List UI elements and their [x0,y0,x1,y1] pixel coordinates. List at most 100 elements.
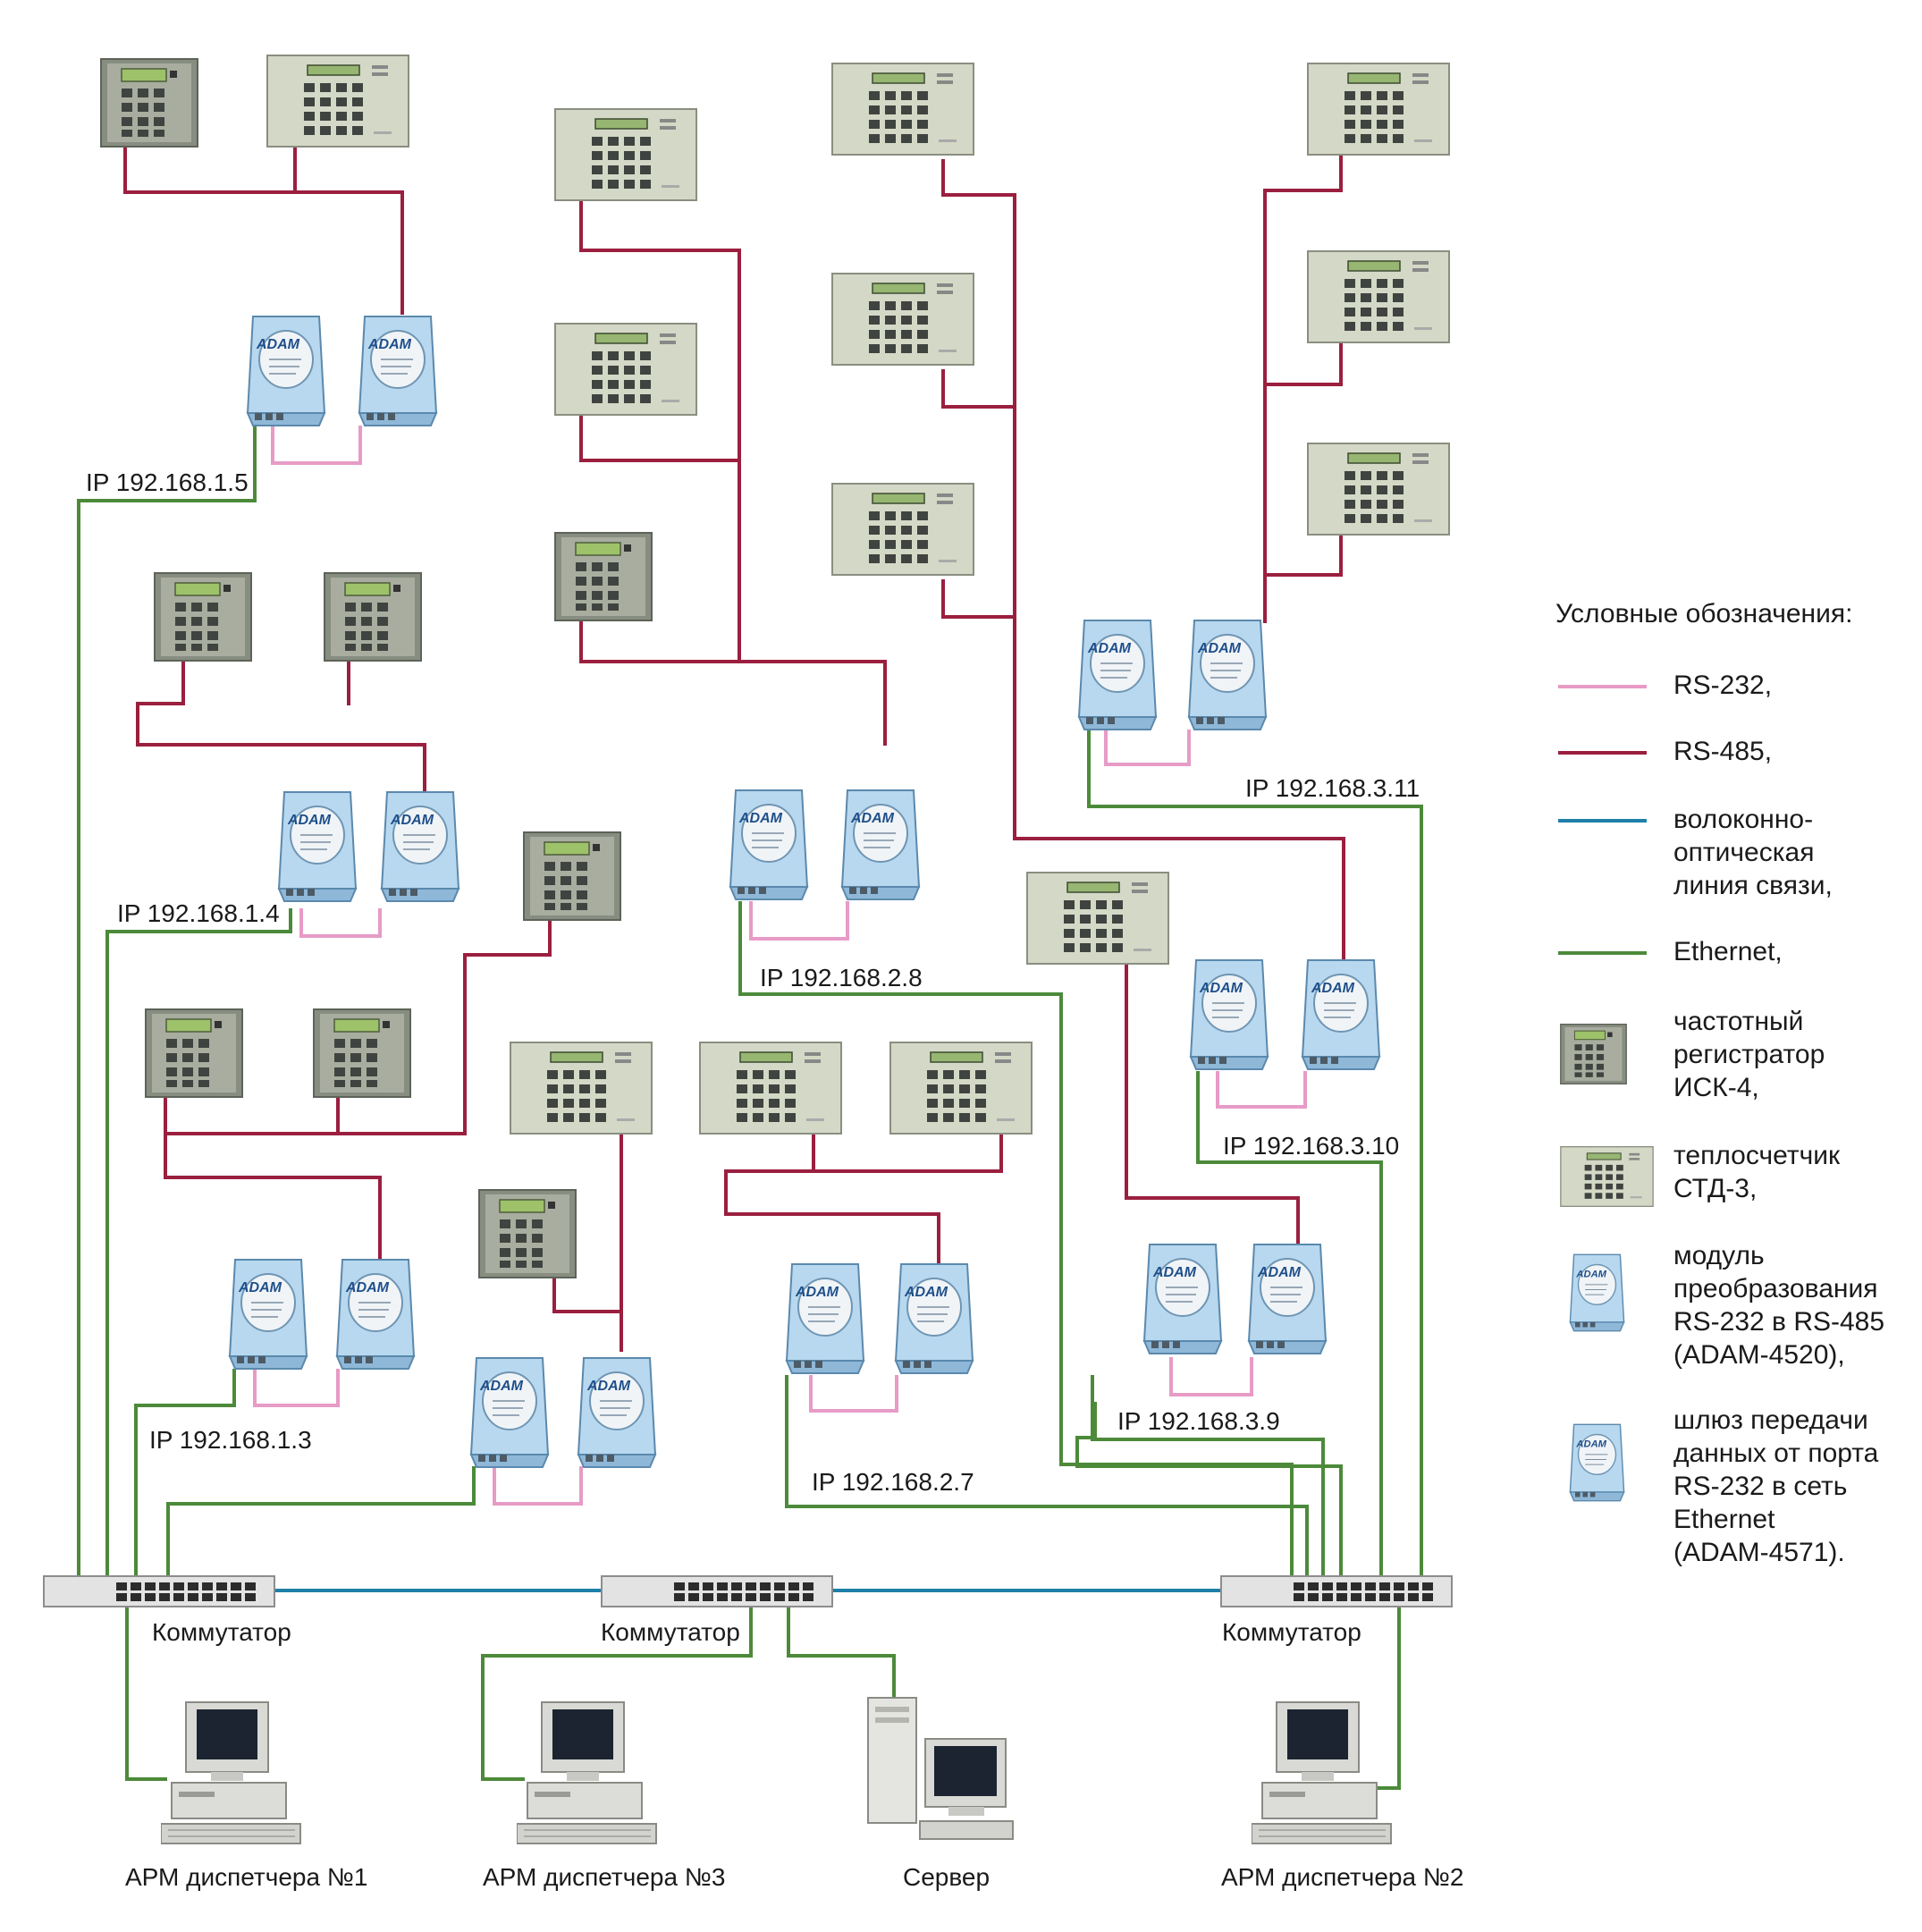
adam-4571-gateway-icon [278,791,357,902]
adam-4571-gateway-icon [729,789,808,900]
workstation-label: АРМ диспетчера №2 [1221,1863,1464,1891]
rs485-line [1263,535,1343,577]
ethernet-line [787,1605,896,1700]
heat-meter-icon [831,273,974,366]
rs232-line [271,426,362,465]
rs485-line [552,1277,623,1313]
heat-meter-icon [1026,872,1169,965]
frequency-registrar-icon [313,1008,411,1098]
adam-4520-module-icon [336,1259,415,1370]
rs232-line [299,908,382,938]
heat-meter-icon [510,1042,653,1135]
legend-fiber-text: волоконно- оптическая линия связи, [1673,805,1833,900]
legend-frequency-registrar-icon [1560,1024,1627,1084]
heat-meter-icon [1307,443,1450,536]
heat-meter-icon [266,55,409,148]
rs485-line [941,579,1016,619]
rs485-line [1263,342,1343,386]
computer-workstation-icon [161,1701,301,1844]
computer-workstation-icon [1252,1701,1392,1844]
server-icon [867,1697,1014,1840]
rs232-line [1216,1071,1307,1109]
ip-label: IP 192.168.2.8 [760,964,923,991]
rs232-line [253,1369,340,1407]
legend-rs232-text: RS-232, [1673,671,1773,700]
ip-label: IP 192.168.3.9 [1117,1407,1280,1435]
server-label: Сервер [903,1863,991,1891]
rs485-line [123,146,404,315]
adam-4571-gateway-icon [1078,620,1157,730]
heat-meter-icon [831,483,974,576]
ethernet-line [738,901,1294,1577]
rs232-line [493,1466,583,1506]
heat-meter-icon [554,108,697,201]
ip-label: IP 192.168.1.5 [86,468,249,496]
legend-adam-4520-module-icon [1569,1253,1625,1332]
adam-4520-module-icon [381,791,459,902]
network-switch-icon [601,1575,833,1607]
ethernet-line [785,1375,1309,1577]
frequency-registrar-icon [100,58,198,148]
switch-label: Коммутатор [601,1618,740,1646]
legend-title: Условные обозначения: [1555,599,1853,629]
rs485-line [579,620,741,663]
adam-4520-module-icon [358,316,437,426]
rs485-line [941,159,1345,978]
workstation-label: АРМ диспетчера №1 [125,1863,368,1891]
rs232-line [1169,1357,1253,1396]
workstation-label: АРМ диспетчера №3 [483,1863,726,1891]
legend-adam-4571-gateway-icon [1569,1423,1625,1502]
adam-4571-gateway-icon [247,316,325,426]
legend-adam4520-text: модуль преобразования RS-232 в RS-485 (A… [1673,1241,1885,1370]
heat-meter-icon [1307,63,1450,156]
heat-meter-icon [554,323,697,416]
rs232-line [809,1375,898,1413]
frequency-registrar-icon [523,831,621,921]
adam-4520-module-icon [1302,959,1380,1070]
ethernet-line [1196,1071,1383,1577]
rs485-line [579,199,887,746]
rs485-line [1263,155,1343,623]
rs232-line [749,901,849,941]
network-switch-icon [1220,1575,1453,1607]
network-switch-icon [43,1575,275,1607]
frequency-registrar-icon [478,1189,577,1278]
heat-meter-icon [889,1042,1033,1135]
ip-label: IP 192.168.1.4 [117,899,280,927]
ethernet-line [77,426,257,1577]
rs485-line [724,1134,940,1271]
switch-label: Коммутатор [1222,1618,1361,1646]
heat-meter-icon [1307,250,1450,343]
adam-4571-gateway-icon [786,1263,864,1374]
rs232-line [1104,730,1191,766]
ethernet-line [1087,730,1423,1577]
adam-4571-gateway-icon [1190,959,1269,1070]
rs485-line [136,660,426,793]
rs485-line [1125,964,1300,1244]
frequency-registrar-icon [554,532,653,621]
ethernet-line [1366,1605,1401,1790]
ip-label: IP 192.168.3.11 [1245,774,1420,802]
ethernet-line [105,908,292,1577]
legend-adam4571-text: шлюз передачи данных от порта RS-232 в с… [1673,1405,1879,1567]
adam-4520-module-icon [577,1357,656,1468]
ethernet-line [166,1466,476,1577]
rs485-line [812,1134,1003,1173]
ethernet-line [1075,1375,1343,1577]
frequency-registrar-icon [324,572,422,662]
legend-rs485-text: RS-485, [1673,737,1773,766]
ethernet-line [125,1605,167,1781]
adam-4520-module-icon [1188,620,1267,730]
rs485-line [941,369,1016,409]
adam-4571-gateway-icon [229,1259,308,1370]
heat-meter-icon [831,63,974,156]
frequency-registrar-icon [145,1008,243,1098]
switch-label: Коммутатор [152,1618,291,1646]
adam-4571-gateway-icon [470,1357,549,1468]
adam-4520-module-icon [841,789,920,900]
rs485-line [579,414,741,462]
legend-ethernet-text: Ethernet, [1673,937,1783,966]
ethernet-line [134,1369,236,1577]
adam-4571-gateway-icon [1143,1244,1222,1354]
